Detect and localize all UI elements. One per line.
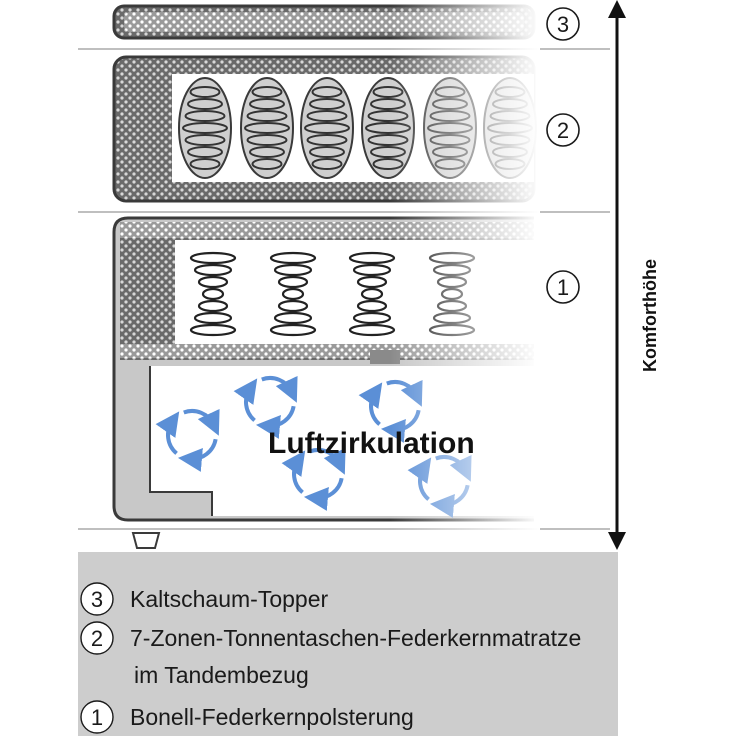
pocket-spring-icon: [240, 77, 294, 179]
pocket-spring-icon: [178, 77, 232, 179]
legend-label-2: 7-Zonen-Tonnentaschen-Federkernmatratze: [130, 625, 581, 651]
circular-arrow-icon: [281, 447, 346, 511]
legend-item-2: 2 7-Zonen-Tonnentaschen-Federkernmatratz…: [80, 621, 581, 688]
comfort-height-label: Komforthöhe: [640, 259, 660, 372]
airflow-label: Luftzirkulation: [268, 427, 475, 460]
legend-panel: [78, 552, 618, 736]
bonell-spring-icon: [269, 251, 317, 337]
layer-badge-1: 1: [546, 270, 580, 304]
layer-badge-3: 3: [546, 7, 580, 41]
pocket-spring-icon: [300, 77, 354, 179]
legend-label-2-line2: im Tandembezug: [134, 662, 309, 688]
legend-label-1: Bonell-Federkernpolsterung: [130, 704, 414, 730]
circular-arrow-icon: [233, 375, 298, 439]
circular-arrow-icon: [155, 408, 220, 472]
svg-text:2: 2: [557, 118, 569, 143]
svg-text:3: 3: [557, 12, 569, 37]
bonell-spring-icon: [189, 251, 237, 337]
double-arrow-icon: [608, 0, 626, 550]
fade-overlay: [390, 0, 540, 530]
svg-text:1: 1: [557, 275, 569, 300]
svg-text:1: 1: [91, 705, 103, 730]
foot-icon: [131, 532, 161, 549]
legend-item-3: 3 Kaltschaum-Topper: [80, 582, 328, 616]
layer-badge-2: 2: [546, 113, 580, 147]
svg-text:2: 2: [91, 626, 103, 651]
legend-item-1: 1 Bonell-Federkernpolsterung: [80, 700, 414, 734]
svg-text:3: 3: [91, 587, 103, 612]
legend-label-3: Kaltschaum-Topper: [130, 586, 328, 612]
